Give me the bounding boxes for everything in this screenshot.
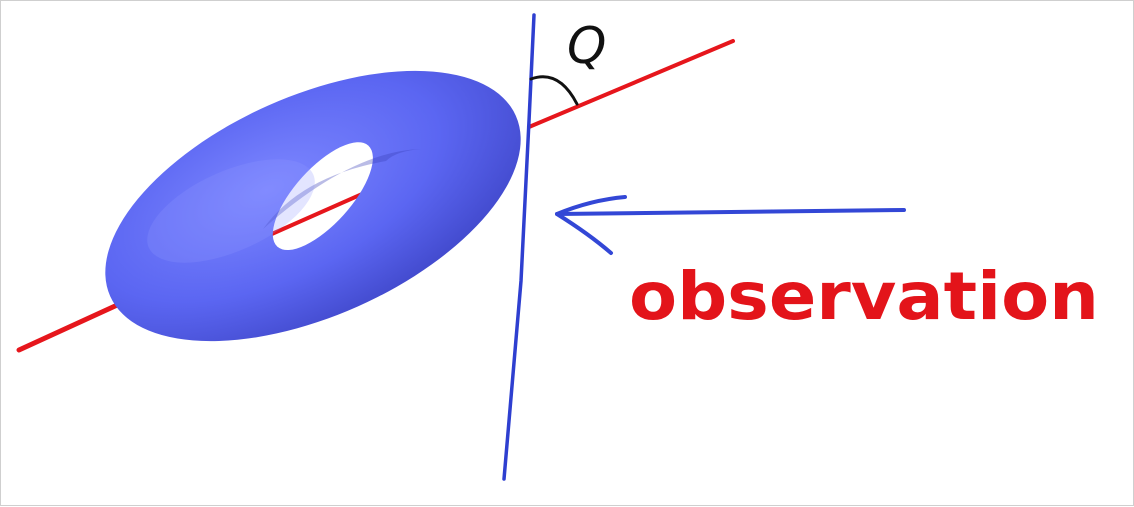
observation-label: observation	[629, 258, 1099, 335]
axis-line-lower	[16, 298, 129, 353]
angle-arc	[529, 75, 579, 106]
observation-arrow	[555, 195, 906, 255]
axis-line-upper	[527, 39, 735, 129]
vertical-reference-line	[502, 13, 536, 481]
torus	[105, 70, 521, 342]
angle-label: Q	[567, 17, 606, 75]
